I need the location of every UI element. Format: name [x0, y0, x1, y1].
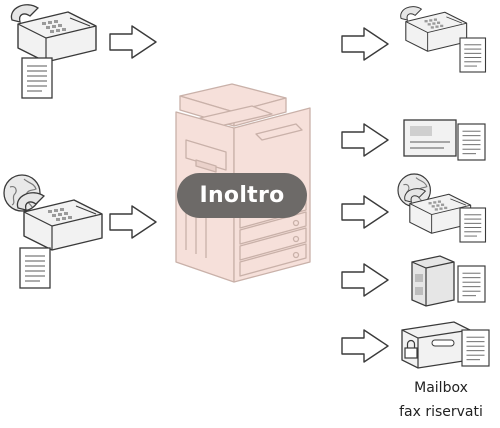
arrow-out-1 — [341, 27, 389, 61]
copier-device — [175, 83, 311, 283]
mailbox-caption-line2: fax riservati — [399, 404, 483, 420]
document-sheet — [459, 207, 487, 243]
document-sheet — [21, 57, 53, 99]
dest-fax — [400, 6, 487, 73]
dest-internet-fax — [397, 173, 487, 243]
document-sheet — [457, 123, 486, 161]
sender-fax-top — [10, 4, 97, 99]
sender-internet-fax — [3, 174, 103, 289]
arrow-in-top — [109, 25, 157, 59]
forwarding-label: Inoltro — [177, 173, 307, 218]
dest-confidential-mailbox — [401, 321, 490, 369]
arrow-out-2 — [341, 123, 389, 157]
document-sheet — [19, 247, 51, 289]
mailbox-caption-line1: Mailbox — [414, 380, 468, 396]
dest-email — [403, 119, 486, 161]
dest-file-server — [411, 255, 486, 307]
arrow-in-bottom — [109, 205, 157, 239]
document-sheet — [457, 265, 486, 303]
lock-icon — [404, 339, 418, 359]
document-sheet — [459, 37, 487, 73]
arrow-out-5 — [341, 329, 389, 363]
document-sheet — [461, 329, 490, 367]
arrow-out-3 — [341, 195, 389, 229]
arrow-out-4 — [341, 263, 389, 297]
